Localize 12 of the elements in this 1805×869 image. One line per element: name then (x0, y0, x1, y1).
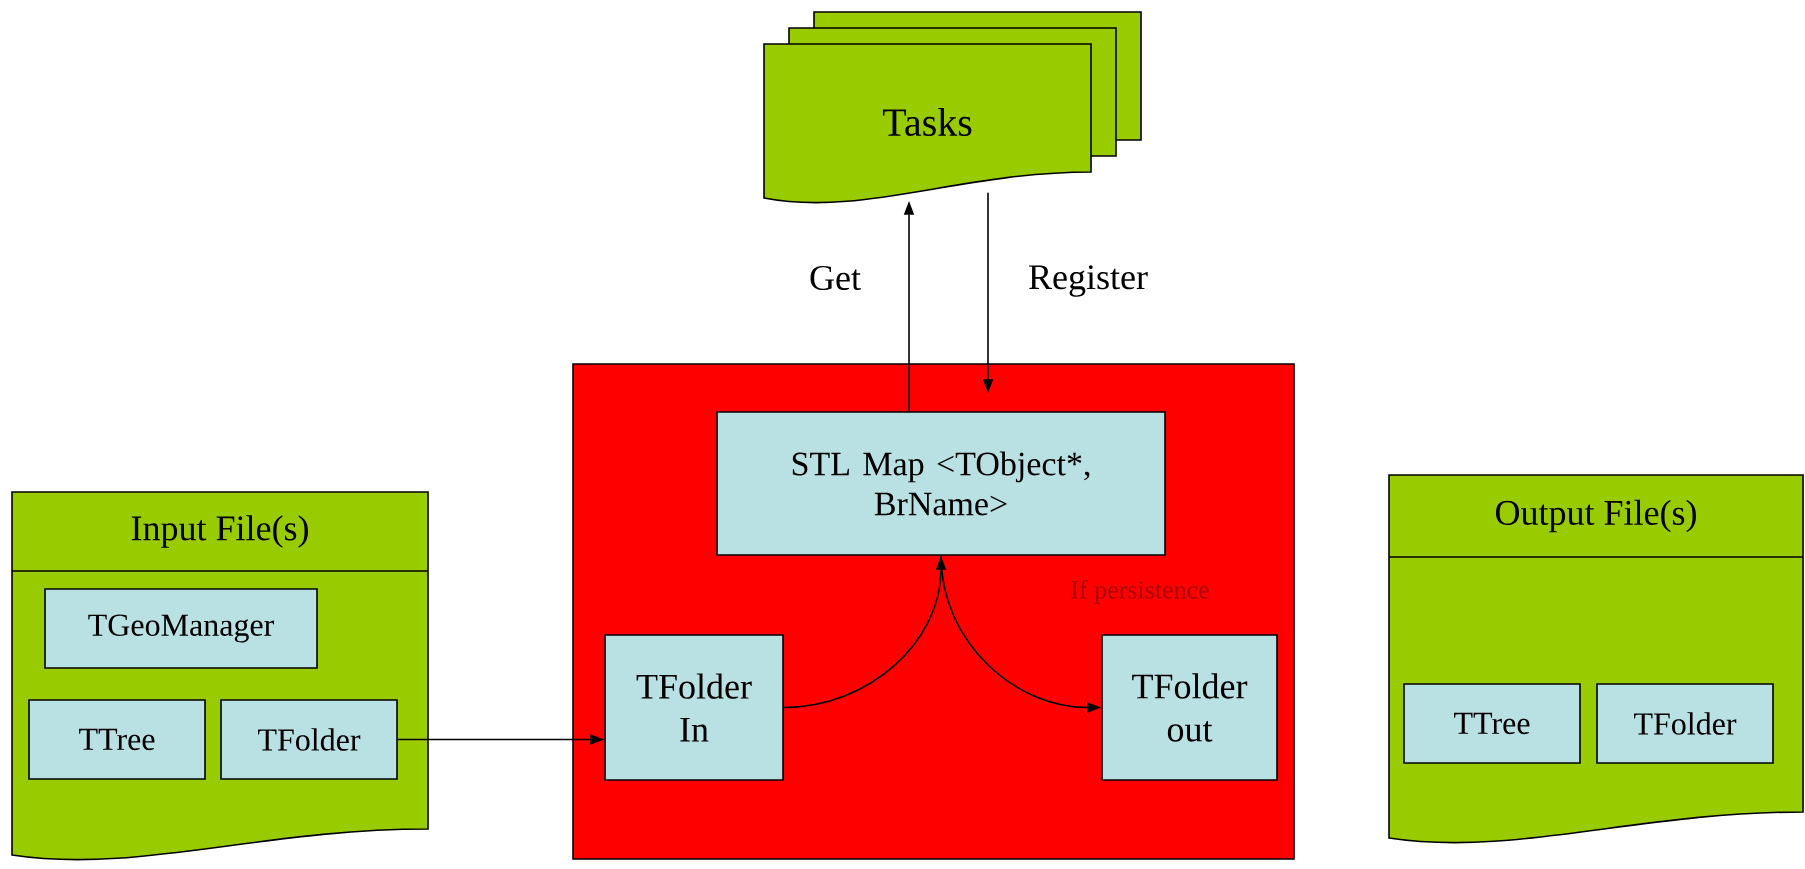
class-box: TGeoManager (44, 588, 318, 669)
class-box: TTree (28, 699, 206, 780)
class-box: TFolder (1596, 683, 1774, 764)
class-box: TFolder In (604, 634, 784, 781)
document-stack: Tasks (763, 11, 1142, 204)
class-box: TFolder (220, 699, 398, 780)
class-box: STL Map <TObject*, BrName> (716, 411, 1166, 556)
edge-label: Register (1029, 265, 1148, 297)
class-box: TFolder out (1101, 634, 1278, 781)
class-box: TTree (1403, 683, 1581, 764)
edge-label: If persistence (1071, 580, 1209, 604)
edge-label: Get (810, 265, 861, 291)
